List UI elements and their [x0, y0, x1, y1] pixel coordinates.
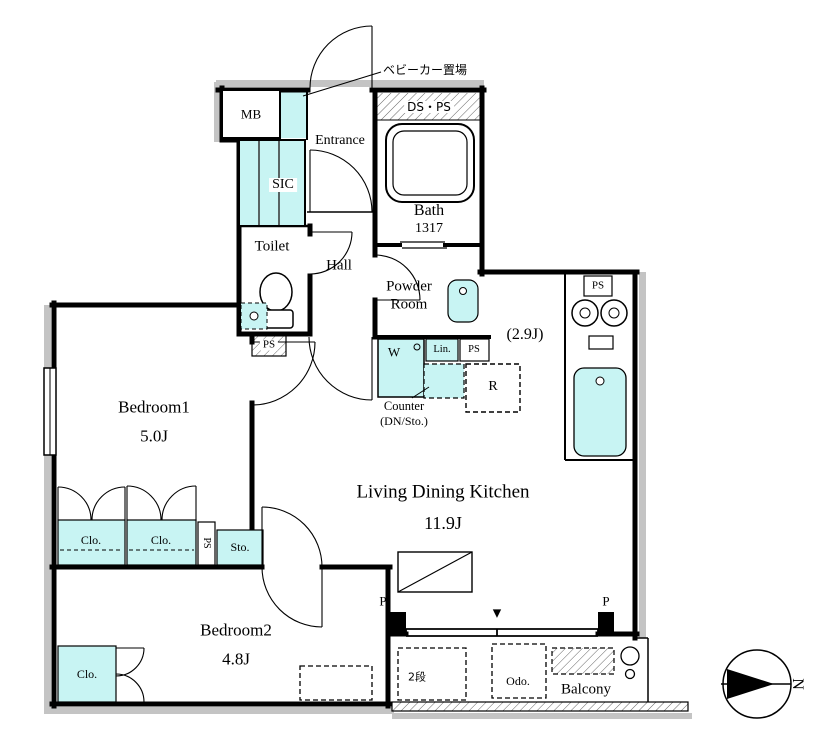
- ds-ps-label: DS・PS: [404, 101, 454, 113]
- balcony: [391, 637, 689, 712]
- odo-label: Odo.: [506, 674, 530, 688]
- powder-room-label-line1: Powder: [386, 278, 432, 295]
- ps-label-toilet: PS: [259, 339, 279, 351]
- wall-shadows: [44, 80, 692, 719]
- bath-sliding-door-icon: [400, 241, 447, 249]
- bedroom1-size-label: 5.0J: [140, 426, 168, 446]
- north-label: N: [789, 678, 806, 690]
- hall-label: Hall: [326, 257, 352, 274]
- balcony-door-marker: ▼: [492, 606, 502, 620]
- closet-label-1: Clo.: [80, 533, 102, 547]
- pillar-right: [598, 612, 614, 634]
- balcony-odo-area: [491, 643, 547, 699]
- toilet-sink-icon: [240, 302, 268, 330]
- ps-box: [459, 338, 490, 362]
- linen-box: [425, 338, 459, 362]
- mb-label: MB: [240, 106, 262, 122]
- closet-label-3: Clo.: [76, 667, 98, 681]
- bath-size-label: 1317: [415, 221, 443, 236]
- balcony-railing: [391, 701, 689, 712]
- bedroom2-closet: [57, 645, 117, 703]
- stroller-leader-line: [302, 71, 382, 97]
- door-swing-arcs: [57, 25, 421, 703]
- pillar-label-right: P: [602, 593, 610, 609]
- stroller-area: [281, 92, 307, 138]
- bedroom2-storage-area: [299, 665, 373, 701]
- stroller-label: ベビーカー置場: [383, 63, 468, 77]
- ldk-counter-table: [397, 551, 473, 593]
- sic-label: SIC: [269, 178, 297, 192]
- highlight-areas: [281, 92, 307, 138]
- kitchen-size-label: (2.9J): [506, 326, 544, 343]
- balcony-drain-icon: [620, 646, 640, 666]
- bedroom1-closets: [57, 519, 264, 566]
- bedroom1-window: [43, 367, 57, 456]
- fixtures: [43, 71, 689, 712]
- powder-sink-icon: [447, 279, 479, 323]
- bedroom2-label: Bedroom2: [200, 620, 272, 640]
- kitchen-ps-box: [583, 275, 613, 297]
- toilet-label: Toilet: [254, 238, 290, 255]
- balcony-shelf-area: [397, 647, 467, 701]
- compass-icon: [721, 649, 792, 719]
- pillar-label-left: P: [379, 593, 387, 609]
- balcony-faucet-icon: [624, 668, 636, 680]
- counter-leader-line: [411, 386, 430, 399]
- bath-label: Bath: [413, 202, 445, 219]
- linen-label: Lin.: [433, 343, 451, 355]
- two-tier-label: 2段: [408, 670, 426, 684]
- refrigerator-space: [465, 363, 521, 413]
- entrance-label: Entrance: [315, 133, 365, 148]
- balcony-window: [405, 628, 599, 637]
- balcony-hatch-area: [551, 647, 615, 675]
- storage-label: Sto.: [230, 540, 250, 554]
- north-arrow-icon: [727, 669, 774, 699]
- bedroom2-size-label: 4.8J: [222, 649, 250, 669]
- closet-label-2: Clo.: [150, 533, 172, 547]
- bedroom1-label: Bedroom1: [118, 397, 190, 417]
- stove-icon: [571, 299, 628, 350]
- ps-label-kitchen: PS: [591, 279, 605, 292]
- fridge-label: R: [488, 379, 498, 394]
- counter-label-line2: (DN/Sto.): [380, 414, 428, 428]
- kitchen-sink-icon: [573, 367, 627, 457]
- counter-area: [423, 363, 465, 399]
- ps-label-linen: PS: [468, 343, 480, 355]
- ldk-size-label: 11.9J: [424, 513, 462, 533]
- pillar-left: [390, 612, 406, 634]
- meter-box: [221, 89, 281, 139]
- ps-label-vertical: PS: [201, 537, 212, 549]
- kitchen-counter: [564, 274, 635, 461]
- washer-space-icon: [377, 338, 425, 398]
- bathtub-icon: [385, 123, 475, 203]
- counter-label-line1: Counter: [383, 398, 425, 413]
- ldk-label: Living Dining Kitchen: [356, 481, 530, 503]
- powder-room-label-line2: Room: [390, 296, 428, 313]
- pillars: [390, 612, 614, 634]
- washer-label: W: [387, 344, 401, 360]
- balcony-label: Balcony: [561, 681, 611, 698]
